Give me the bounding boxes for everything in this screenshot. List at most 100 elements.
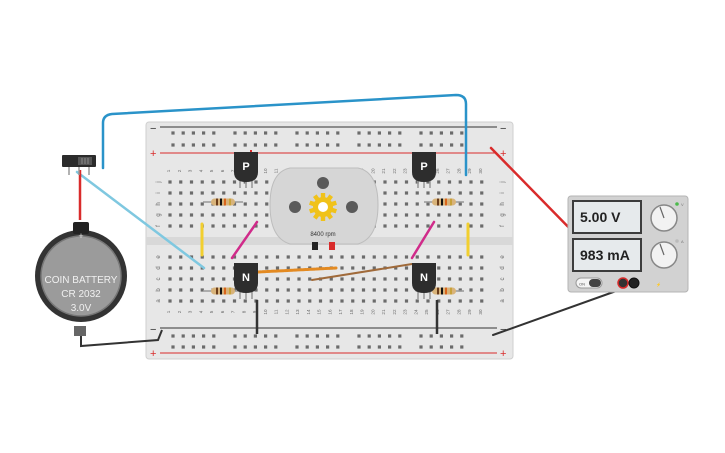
rail-hole[interactable] [181,131,185,135]
breadboard-hole[interactable] [254,180,258,184]
breadboard-hole[interactable] [480,180,484,184]
breadboard-hole[interactable] [469,266,473,270]
rail-hole[interactable] [202,143,206,147]
rail-hole[interactable] [191,345,195,349]
breadboard-hole[interactable] [469,299,473,303]
breadboard-hole[interactable] [351,288,355,292]
breadboard-hole[interactable] [243,191,247,195]
breadboard-hole[interactable] [222,299,226,303]
rail-hole[interactable] [336,143,340,147]
breadboard-hole[interactable] [179,191,183,195]
breadboard-hole[interactable] [447,255,452,259]
rail-hole[interactable] [191,334,195,338]
rail-hole[interactable] [377,131,381,135]
breadboard-hole[interactable] [168,180,172,184]
breadboard-hole[interactable] [179,266,183,270]
breadboard-hole[interactable] [480,191,484,195]
p-transistor-right[interactable]: P [412,152,436,188]
breadboard-hole[interactable] [254,191,258,195]
resistor-bottom-left[interactable] [203,287,243,295]
breadboard-hole[interactable] [329,277,333,281]
breadboard-hole[interactable] [297,277,301,281]
breadboard-hole[interactable] [480,288,484,292]
rail-hole[interactable] [388,345,392,349]
rail-hole[interactable] [439,131,443,135]
breadboard-hole[interactable] [254,288,258,292]
breadboard-hole[interactable] [458,299,462,303]
rail-hole[interactable] [398,131,402,135]
rail-hole[interactable] [450,131,454,135]
breadboard-hole[interactable] [286,288,290,292]
rail-hole[interactable] [264,131,268,135]
breadboard-hole[interactable] [189,266,194,270]
breadboard-hole[interactable] [308,277,312,281]
rail-hole[interactable] [181,345,185,349]
breadboard-hole[interactable] [415,213,419,217]
power-supply[interactable]: 5.00 V 983 mA V A ON ⚡ [567,195,689,293]
breadboard-hole[interactable] [469,288,473,292]
breadboard-hole[interactable] [275,288,280,292]
breadboard-hole[interactable] [232,202,237,206]
rail-hole[interactable] [460,334,464,338]
breadboard-hole[interactable] [480,299,484,303]
breadboard-hole[interactable] [222,277,226,281]
breadboard-hole[interactable] [286,299,290,303]
breadboard-hole[interactable] [243,299,247,303]
breadboard-hole[interactable] [232,255,237,259]
breadboard-hole[interactable] [372,288,376,292]
dc-motor[interactable]: 8400 rpm [269,167,379,250]
breadboard-hole[interactable] [286,255,290,259]
breadboard-hole[interactable] [361,277,366,281]
breadboard-hole[interactable] [404,299,409,303]
breadboard-hole[interactable] [480,266,484,270]
breadboard-hole[interactable] [415,224,419,228]
rail-hole[interactable] [253,131,257,135]
breadboard-hole[interactable] [222,180,226,184]
rail-hole[interactable] [367,143,371,147]
breadboard-hole[interactable] [383,213,387,217]
breadboard-hole[interactable] [383,277,387,281]
breadboard-hole[interactable] [415,191,419,195]
breadboard-hole[interactable] [189,213,194,217]
breadboard-hole[interactable] [340,255,344,259]
breadboard-hole[interactable] [222,266,226,270]
rail-hole[interactable] [233,334,237,338]
rail-hole[interactable] [398,334,402,338]
rail-hole[interactable] [264,334,268,338]
breadboard-hole[interactable] [254,224,258,228]
breadboard-hole[interactable] [222,191,226,195]
rail-hole[interactable] [274,345,278,349]
magenta-wire-left[interactable] [230,220,259,260]
rail-hole[interactable] [243,334,247,338]
breadboard-hole[interactable] [179,288,183,292]
breadboard-hole[interactable] [437,277,441,281]
breadboard-hole[interactable] [189,299,194,303]
blue-wire[interactable] [101,93,468,177]
breadboard-hole[interactable] [329,255,333,259]
breadboard-hole[interactable] [383,202,387,206]
breadboard-hole[interactable] [211,224,215,228]
rail-hole[interactable] [388,334,392,338]
battery-black-lead[interactable] [80,329,163,348]
breadboard-hole[interactable] [265,191,269,195]
rail-hole[interactable] [429,131,433,135]
breadboard-hole[interactable] [458,266,462,270]
rail-hole[interactable] [191,131,195,135]
breadboard-hole[interactable] [361,288,366,292]
breadboard-hole[interactable] [179,202,183,206]
breadboard-hole[interactable] [200,255,204,259]
breadboard-hole[interactable] [383,224,387,228]
rail-hole[interactable] [388,131,392,135]
brown-wire[interactable] [311,263,413,281]
rail-hole[interactable] [419,131,423,135]
breadboard-hole[interactable] [469,224,473,228]
breadboard-hole[interactable] [415,202,419,206]
breadboard-hole[interactable] [426,191,430,195]
breadboard-hole[interactable] [404,213,409,217]
breadboard-hole[interactable] [211,213,215,217]
breadboard-hole[interactable] [404,288,409,292]
breadboard-hole[interactable] [318,255,323,259]
breadboard-hole[interactable] [222,224,226,228]
breadboard-hole[interactable] [351,299,355,303]
breadboard-hole[interactable] [265,277,269,281]
